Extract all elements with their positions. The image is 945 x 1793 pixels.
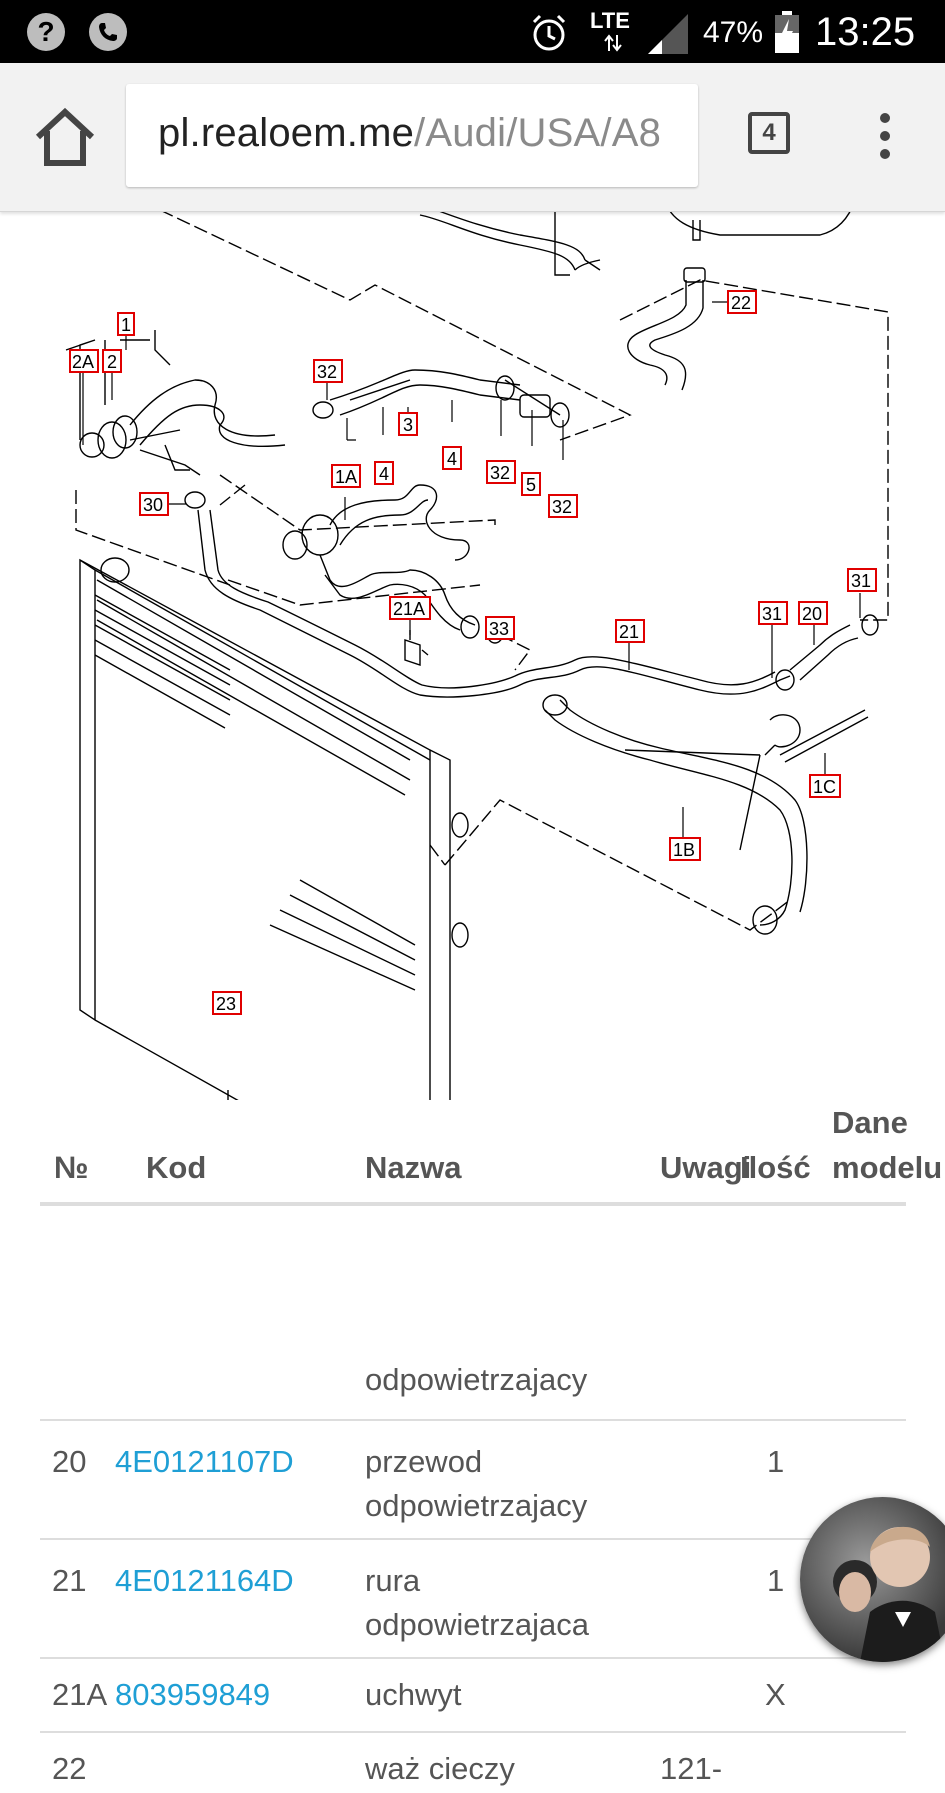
row-qty: 1 [767, 1444, 785, 1479]
svg-text:21: 21 [619, 622, 639, 642]
svg-text:33: 33 [489, 619, 509, 639]
callout-1: 1 [117, 312, 135, 336]
tab-count: 4 [762, 119, 776, 146]
data-arrows-icon [604, 34, 622, 52]
parts-diagram: 1 2A 2 32 3 4 4 32 5 32 22 30 1A 21A 33 … [65, 200, 889, 1100]
table-row: 20 4E0121107D przewod odpowietrzajacy 1 [40, 1421, 906, 1540]
battery-percent: 47% [703, 16, 764, 49]
table-row: 21A 803959849 uchwyt X [40, 1659, 906, 1733]
callout-21a: 21A [389, 596, 431, 620]
svg-text:4: 4 [447, 449, 457, 469]
callout-4b: 4 [442, 446, 462, 470]
header-name: Nazwa [365, 1150, 462, 1185]
row-num: 22 [52, 1751, 87, 1786]
callout-22: 22 [727, 290, 757, 314]
svg-text:30: 30 [143, 495, 163, 515]
callout-5: 5 [521, 472, 541, 496]
header-code: Kod [146, 1150, 207, 1185]
callout-3: 3 [398, 412, 418, 436]
svg-text:1B: 1B [673, 840, 695, 860]
address-bar[interactable]: pl.realoem.me/Audi/USA/A8 [126, 84, 698, 187]
callout-31a: 31 [847, 568, 877, 592]
row-notes: 121- [660, 1751, 723, 1786]
callout-32c: 32 [548, 494, 578, 518]
callout-1b: 1B [669, 837, 701, 861]
signal-strength-icon [648, 14, 688, 54]
network-type: LTE [590, 8, 630, 33]
svg-text:20: 20 [802, 604, 822, 624]
phone-call-icon [89, 13, 127, 51]
svg-text:3: 3 [403, 415, 413, 435]
row-name-line2: odpowietrzajaca [365, 1607, 590, 1642]
svg-text:32: 32 [490, 463, 510, 483]
status-bar: ? LTE 47% 13:25 [0, 0, 945, 63]
chat-head-avatar[interactable] [800, 1497, 945, 1662]
tab-switcher-button[interactable]: 4 [748, 112, 790, 154]
row-num: 20 [52, 1444, 87, 1479]
table-row: 22 waż cieczy 121- [40, 1733, 906, 1793]
svg-text:32: 32 [552, 497, 572, 517]
callout-4a: 4 [374, 461, 394, 485]
alarm-clock-icon [532, 14, 566, 51]
callout-1c: 1C [809, 774, 841, 798]
header-notes: Uwagi [660, 1150, 752, 1185]
svg-text:4: 4 [379, 464, 389, 484]
row-name: odpowietrzajacy [365, 1362, 588, 1397]
overflow-menu-icon[interactable] [870, 113, 900, 163]
svg-text:23: 23 [216, 994, 236, 1014]
table-row: odpowietrzajacy [40, 1206, 906, 1421]
row-qty: 1 [767, 1563, 785, 1598]
svg-text:22: 22 [731, 293, 751, 313]
part-code-link[interactable]: 4E0121107D [115, 1444, 294, 1479]
battery-charging-icon [775, 11, 799, 53]
help-glyph: ? [37, 16, 55, 47]
svg-text:1: 1 [121, 315, 131, 335]
svg-text:32: 32 [317, 362, 337, 382]
header-model-line2: modelu [832, 1150, 943, 1185]
callout-1a: 1A [331, 464, 361, 488]
callout-33: 33 [485, 616, 515, 640]
callout-2a: 2A [69, 349, 99, 373]
svg-text:1C: 1C [813, 777, 836, 797]
callout-31b: 31 [758, 601, 788, 625]
callout-2: 2 [102, 349, 122, 373]
url-path: /Audi/USA/A8 [414, 111, 662, 155]
callout-32a: 32 [313, 359, 343, 383]
callout-23: 23 [212, 991, 242, 1015]
diagram-callouts: 1 2A 2 32 3 4 4 32 5 32 22 30 1A 21A 33 … [69, 200, 877, 1015]
svg-text:31: 31 [762, 604, 782, 624]
svg-text:1A: 1A [335, 467, 357, 487]
svg-text:5: 5 [526, 475, 536, 495]
header-num: № [54, 1150, 89, 1185]
browser-toolbar: pl.realoem.me/Audi/USA/A8 4 [0, 63, 945, 212]
url-host: pl.realoem.me [158, 111, 415, 155]
svg-text:2: 2 [107, 352, 117, 372]
help-circle-icon: ? [27, 13, 65, 51]
home-icon[interactable] [30, 103, 100, 173]
callout-30: 30 [139, 492, 169, 516]
header-model-line1: Dane [832, 1105, 908, 1140]
callout-20: 20 [798, 601, 828, 625]
part-code-link[interactable]: 4E0121164D [115, 1563, 294, 1598]
row-name-line2: odpowietrzajacy [365, 1488, 588, 1523]
row-name: przewod [365, 1444, 483, 1479]
header-qty: Ilość [740, 1150, 811, 1185]
row-name: waż cieczy [365, 1751, 515, 1786]
svg-text:2A: 2A [72, 352, 94, 372]
svg-text:31: 31 [851, 571, 871, 591]
svg-text:21A: 21A [393, 599, 425, 619]
clock-time: 13:25 [815, 10, 916, 54]
table-row: 21 4E0121164D rura odpowietrzajaca 1 [40, 1540, 906, 1659]
callout-32b: 32 [486, 460, 516, 484]
callout-21: 21 [615, 619, 645, 643]
row-num: 21 [52, 1563, 87, 1598]
row-name: rura [365, 1563, 421, 1598]
